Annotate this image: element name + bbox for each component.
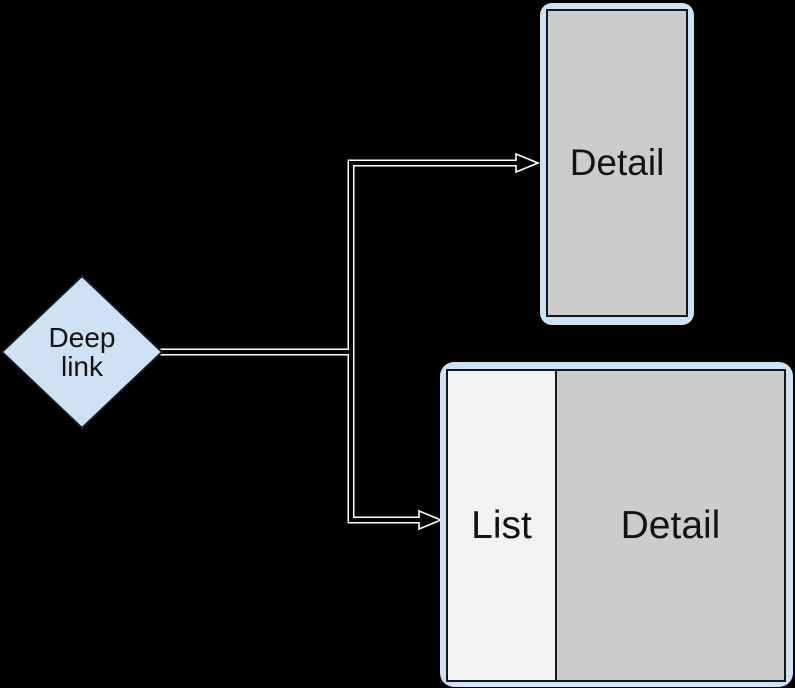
connector-line-core xyxy=(158,161,519,354)
tablet-detail-label: Detail xyxy=(620,503,721,547)
phone-frame: Detail xyxy=(540,3,694,325)
connector-deep-link-to-tablet xyxy=(158,348,419,524)
arrowhead-to-phone-icon xyxy=(515,152,541,174)
tablet-list-pane: List xyxy=(448,371,557,680)
connector-line-outer xyxy=(158,348,419,524)
tablet-list-label: List xyxy=(471,503,532,547)
deep-link-label: Deep link xyxy=(48,322,116,382)
phone-detail-label: Detail xyxy=(569,142,665,183)
tablet-frame: List Detail xyxy=(440,362,793,687)
connector-line-core xyxy=(158,350,422,522)
phone-detail-pane: Detail xyxy=(546,9,688,317)
connector-deep-link-to-phone xyxy=(158,159,516,356)
arrowhead-to-tablet-icon xyxy=(418,509,444,531)
tablet-detail-pane: Detail xyxy=(557,371,784,680)
tablet-screen: List Detail xyxy=(446,369,786,682)
connector-line-outer xyxy=(158,159,516,356)
deep-link-diamond xyxy=(0,274,164,430)
